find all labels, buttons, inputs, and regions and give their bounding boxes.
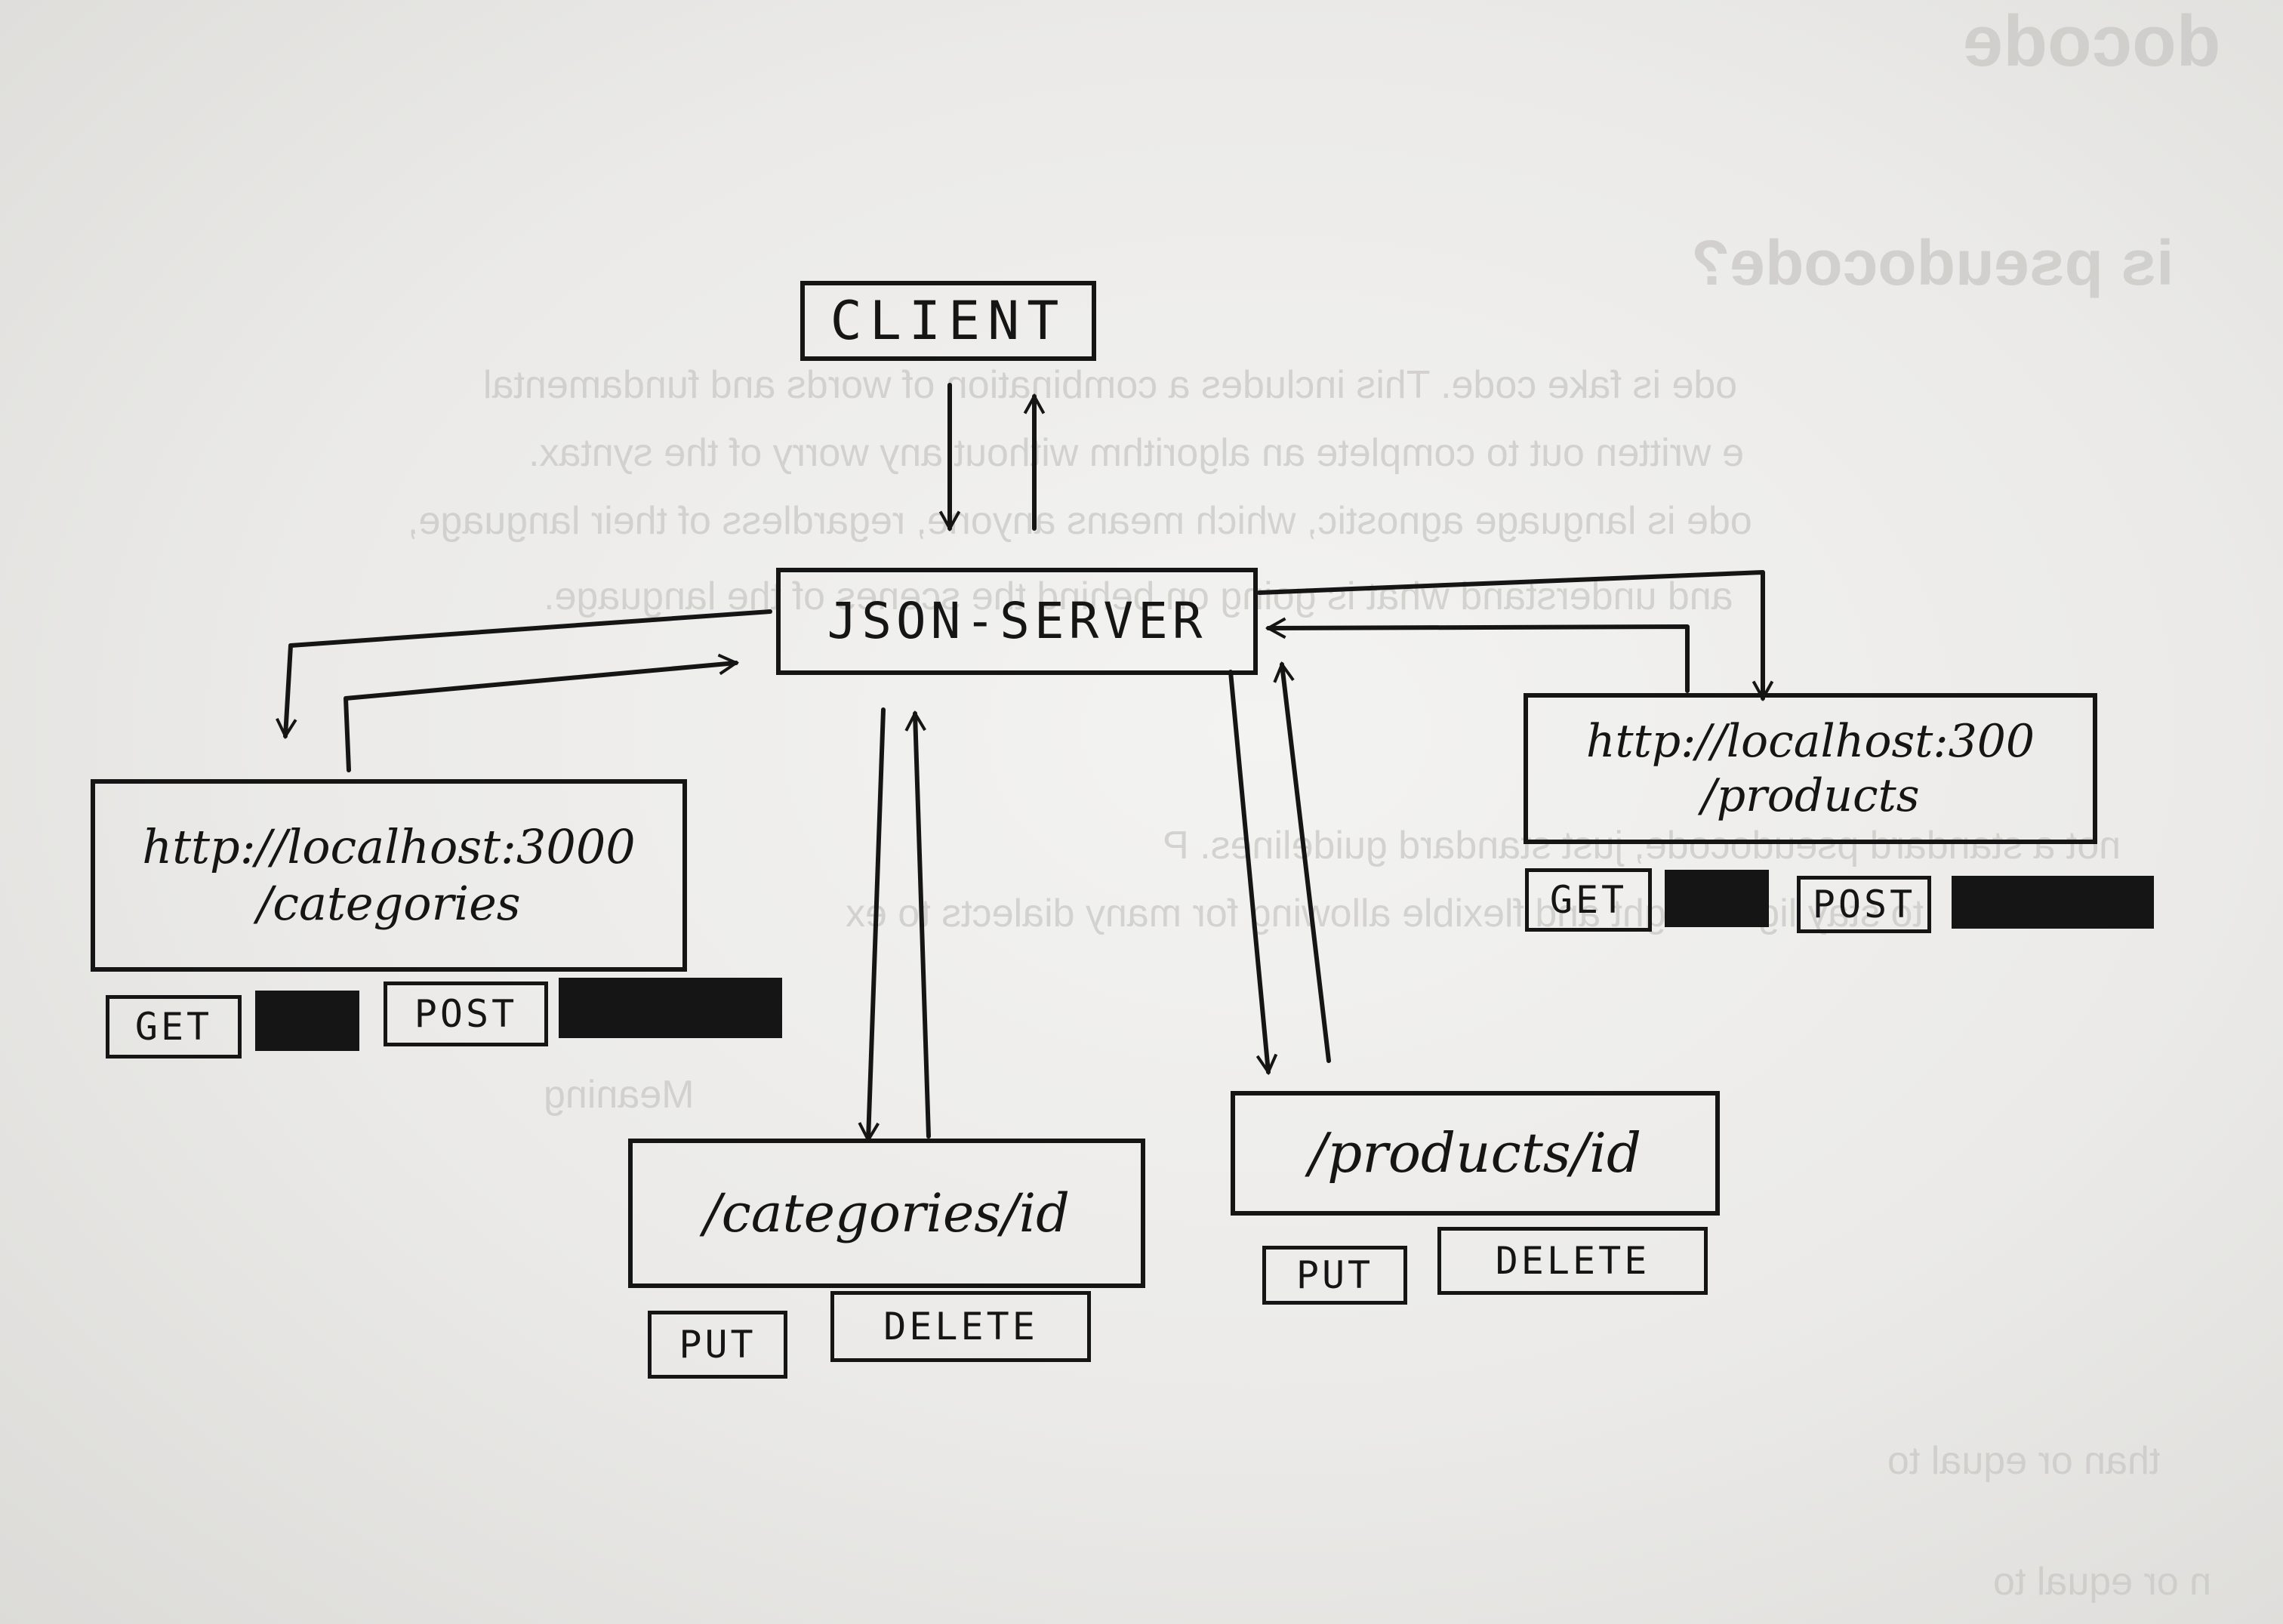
products-redacted-method-1 xyxy=(1665,870,1769,927)
categories-id-box: /categories/id xyxy=(628,1139,1145,1288)
arrow-products-id-to-server xyxy=(1273,661,1331,1063)
categories-path: /categories xyxy=(257,875,521,931)
products-path: /products xyxy=(1701,769,1920,822)
categories-redacted-method-1 xyxy=(255,991,359,1051)
categories-url: http://localhost:3000 xyxy=(142,819,636,875)
categories-id-put-method: PUT xyxy=(648,1311,787,1379)
arrow-server-to-products xyxy=(1257,570,1774,702)
products-id-label: /products/id xyxy=(1308,1121,1642,1185)
json-server-box: JSON-SERVER xyxy=(776,568,1258,675)
products-redacted-method-2 xyxy=(1952,876,2154,929)
client-box: CLIENT xyxy=(800,281,1096,361)
products-post-method: POST xyxy=(1797,876,1931,933)
arrow-server-to-products-id xyxy=(1228,670,1278,1076)
json-server-label: JSON-SERVER xyxy=(827,592,1207,651)
arrow-categories-id-to-server xyxy=(904,710,931,1139)
products-get-method: GET xyxy=(1525,868,1652,932)
arrow-server-to-categories-id xyxy=(858,707,886,1144)
arrow-server-to-categories xyxy=(276,609,772,740)
arrow-products-to-server xyxy=(1265,617,1690,693)
products-id-delete-method: DELETE xyxy=(1437,1227,1708,1295)
categories-id-label: /categories/id xyxy=(703,1182,1070,1244)
client-label: CLIENT xyxy=(830,290,1067,352)
products-endpoint-box: http://localhost:300 /products xyxy=(1524,693,2097,844)
categories-post-method: POST xyxy=(384,981,548,1046)
categories-id-delete-method: DELETE xyxy=(830,1291,1091,1362)
products-id-box: /products/id xyxy=(1231,1091,1720,1216)
arrow-categories-to-server xyxy=(344,653,740,772)
products-url: http://localhost:300 xyxy=(1585,715,2035,768)
categories-redacted-method-2 xyxy=(559,978,782,1038)
categories-endpoint-box: http://localhost:3000 /categories xyxy=(91,779,687,972)
categories-get-method: GET xyxy=(106,995,242,1059)
products-id-put-method: PUT xyxy=(1262,1246,1407,1305)
